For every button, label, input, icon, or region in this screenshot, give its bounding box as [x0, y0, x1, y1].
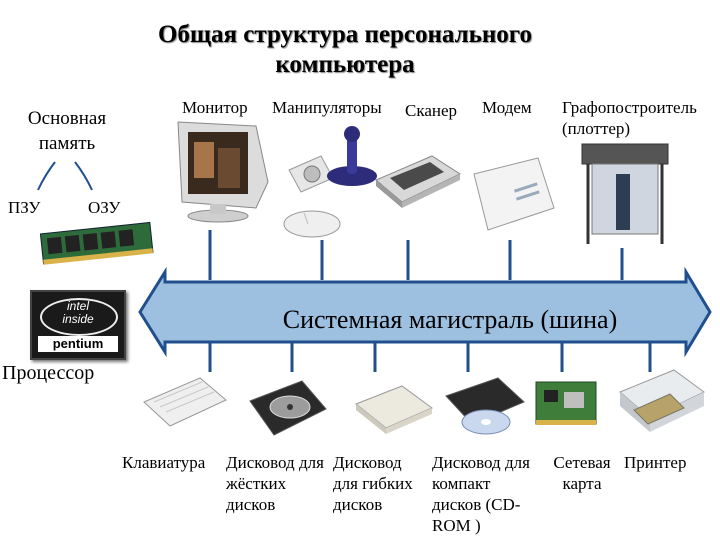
network-card-icon [535, 381, 597, 425]
processor-chip-icon: intel inside pentium [30, 290, 126, 360]
printer-icon [619, 369, 705, 432]
cd-rom-label: Дисковод для компакт дисков (CD-ROM ) [432, 453, 530, 535]
main-memory-label: Основная память [27, 108, 107, 154]
manipulators-label: Манипуляторы [272, 98, 382, 117]
keyboard-icon [143, 377, 227, 427]
printer-label: Принтер [624, 453, 687, 472]
chip-text-pentium: pentium [38, 336, 118, 352]
rom-label: ПЗУ [8, 198, 41, 217]
processor-label: Процессор [2, 362, 95, 384]
line-memory-ram [74, 161, 93, 191]
network-card-label: Сетевая карта [553, 453, 611, 493]
scanner-label: Сканер [405, 101, 458, 120]
hard-disk-icon [249, 380, 327, 436]
plotter-label: Графопостроитель (плоттер) [562, 98, 697, 138]
system-bus-label: Системная магистраль (шина) [282, 305, 618, 334]
diagram-title: Общая структура персонального компьютера [157, 21, 533, 78]
plotter-icon [581, 143, 669, 244]
chip-text-intel: intel [66, 299, 89, 313]
ram-module-icon [39, 221, 154, 265]
ram-label: ОЗУ [88, 198, 121, 217]
monitor-icon [177, 121, 269, 223]
floppy-drive-icon [355, 385, 433, 434]
system-bus-arrow [138, 266, 712, 358]
hard-disk-label: Дисковод для жёстких дисков [226, 453, 324, 514]
monitor-label: Монитор [182, 98, 248, 117]
modem-icon [473, 157, 555, 231]
scanner-icon [375, 155, 462, 208]
cd-rom-icon [445, 377, 525, 435]
chip-text-inside: inside [62, 312, 94, 326]
joystick-icon [327, 126, 377, 186]
floppy-drive-label: Дисковод для гибких дисков [333, 453, 413, 514]
trackball-icon [288, 155, 334, 193]
modem-label: Модем [482, 98, 532, 117]
mouse-icon [283, 210, 341, 238]
line-memory-rom [37, 161, 56, 191]
keyboard-label: Клавиатура [122, 453, 206, 472]
